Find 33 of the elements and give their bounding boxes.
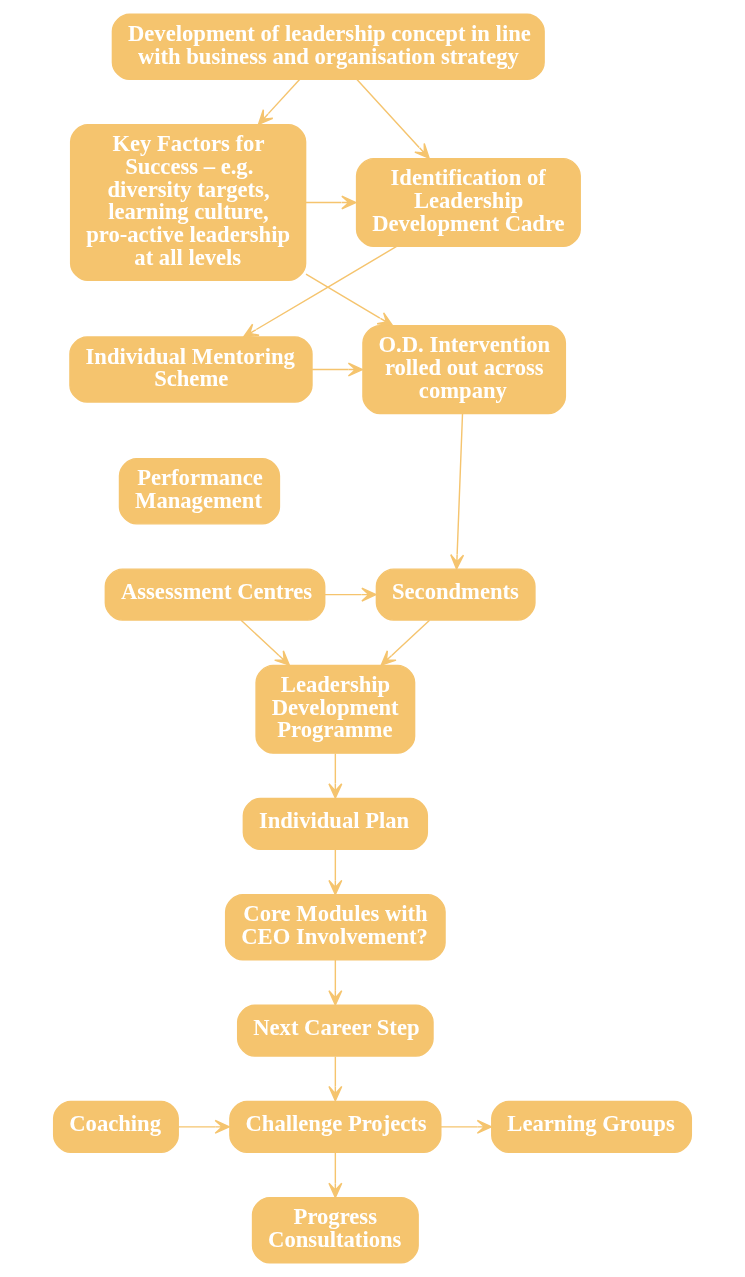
arrow	[328, 1055, 343, 1102]
node-box: Assessment Centres	[104, 568, 326, 621]
arrow	[380, 619, 431, 666]
arrow	[450, 413, 465, 570]
arrow	[328, 848, 343, 896]
arrow	[328, 959, 343, 1006]
node-box: Key Factors for Success – e.g. diversity targets, learning culture, pro-active leadership at all levels	[69, 123, 307, 282]
arrow	[356, 78, 430, 159]
node-box: Progress Consultations	[251, 1196, 419, 1264]
node-box: Secondments	[375, 568, 536, 621]
arrow	[242, 245, 398, 338]
arrow	[311, 362, 364, 377]
arrow	[324, 587, 377, 602]
arrow	[240, 619, 291, 666]
node-box: Individual Mentoring Scheme	[69, 336, 313, 403]
node-box: Leadership Development Programme	[255, 664, 416, 754]
node-box: Individual Plan	[242, 797, 429, 851]
node-box: Learning Groups	[491, 1100, 693, 1154]
arrow	[177, 1119, 231, 1134]
node-box: Next Career Step	[236, 1004, 434, 1057]
arrow	[257, 78, 301, 126]
node-box: O.D. Intervention rolled out across company	[362, 324, 567, 415]
node-box: Development of leadership concept in line with business and organisation strategy	[111, 13, 545, 81]
arrow	[328, 1151, 343, 1199]
node-box: Identification of Leadership Development Cadre	[355, 157, 581, 248]
node-box: Coaching	[52, 1100, 179, 1154]
arrow	[305, 273, 394, 327]
node-box: Challenge Projects	[229, 1100, 442, 1154]
node-box: Performance Management	[118, 458, 281, 525]
arrow	[440, 1119, 493, 1134]
arrow	[328, 752, 343, 799]
arrow	[305, 195, 357, 210]
node-box: Core Modules with CEO Involvement?	[224, 894, 446, 961]
